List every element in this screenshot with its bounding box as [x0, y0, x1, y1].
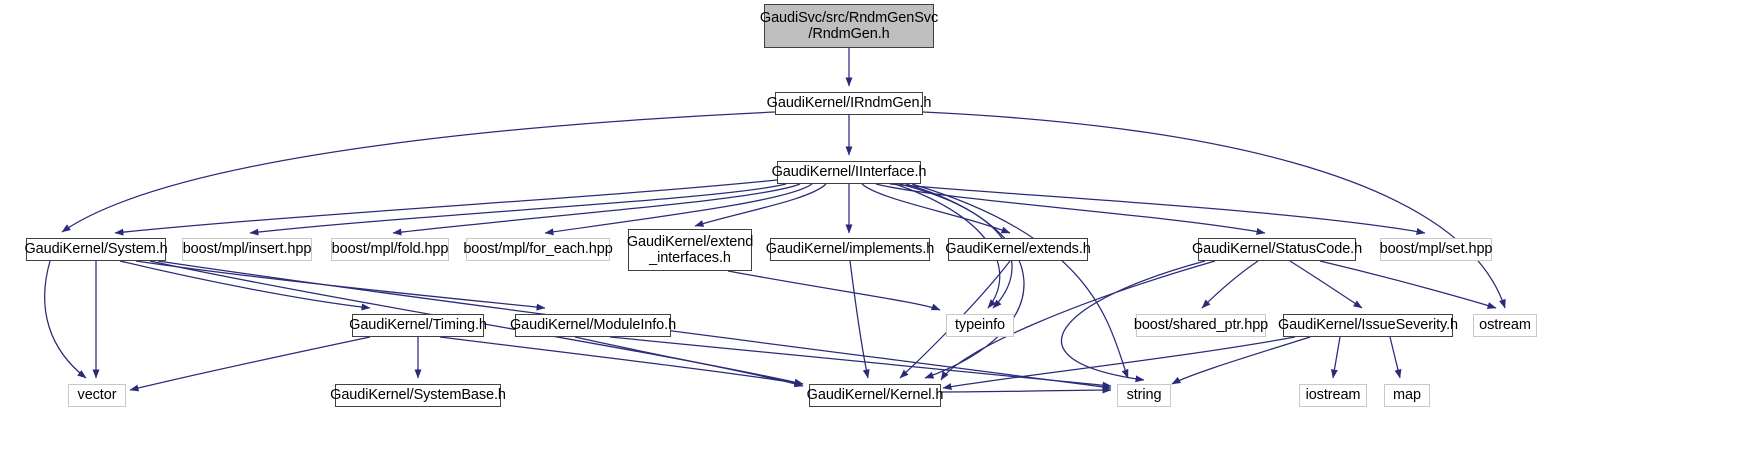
- node-boost-mpl-insert-hpp[interactable]: boost/mpl/insert.hpp: [182, 238, 312, 261]
- node-iostream[interactable]: iostream: [1299, 384, 1367, 407]
- node-ostream[interactable]: ostream: [1473, 314, 1537, 337]
- node-gaudikernel-kernel-h[interactable]: GaudiKernel/Kernel.h: [807, 384, 943, 407]
- node-map[interactable]: map: [1384, 384, 1430, 407]
- node-boost-mpl-fold-hpp[interactable]: boost/mpl/fold.hpp: [331, 238, 449, 261]
- node-gaudikernel-issueseverity-h[interactable]: GaudiKernel/IssueSeverity.h: [1278, 314, 1458, 337]
- node-gaudikernel-iinterface-h[interactable]: GaudiKernel/IInterface.h: [772, 161, 926, 184]
- node-gaudikernel-system-h[interactable]: GaudiKernel/System.h: [24, 238, 168, 261]
- node-vector[interactable]: vector: [68, 384, 126, 407]
- node-boost-shared-ptr-hpp[interactable]: boost/shared_ptr.hpp: [1134, 314, 1268, 337]
- node-typeinfo[interactable]: typeinfo: [946, 314, 1014, 337]
- node-root[interactable]: GaudiSvc/src/RndmGenSvc /RndmGen.h: [760, 4, 938, 48]
- node-gaudikernel-extend-interfaces-h[interactable]: GaudiKernel/extend _interfaces.h: [627, 229, 753, 271]
- node-gaudikernel-systembase-h[interactable]: GaudiKernel/SystemBase.h: [330, 384, 506, 407]
- node-gaudikernel-moduleinfo-h[interactable]: GaudiKernel/ModuleInfo.h: [510, 314, 676, 337]
- node-string[interactable]: string: [1117, 384, 1171, 407]
- node-gaudikernel-statuscode-h[interactable]: GaudiKernel/StatusCode.h: [1192, 238, 1362, 261]
- node-gaudikernel-timing-h[interactable]: GaudiKernel/Timing.h: [349, 314, 487, 337]
- node-gaudikernel-extends-h[interactable]: GaudiKernel/extends.h: [945, 238, 1091, 261]
- node-gaudikernel-irndmgen-h[interactable]: GaudiKernel/IRndmGen.h: [767, 92, 931, 115]
- node-gaudikernel-implements-h[interactable]: GaudiKernel/implements.h: [766, 238, 934, 261]
- node-boost-mpl-set-hpp[interactable]: boost/mpl/set.hpp: [1380, 238, 1492, 261]
- node-boost-mpl-for-each-hpp[interactable]: boost/mpl/for_each.hpp: [463, 238, 613, 261]
